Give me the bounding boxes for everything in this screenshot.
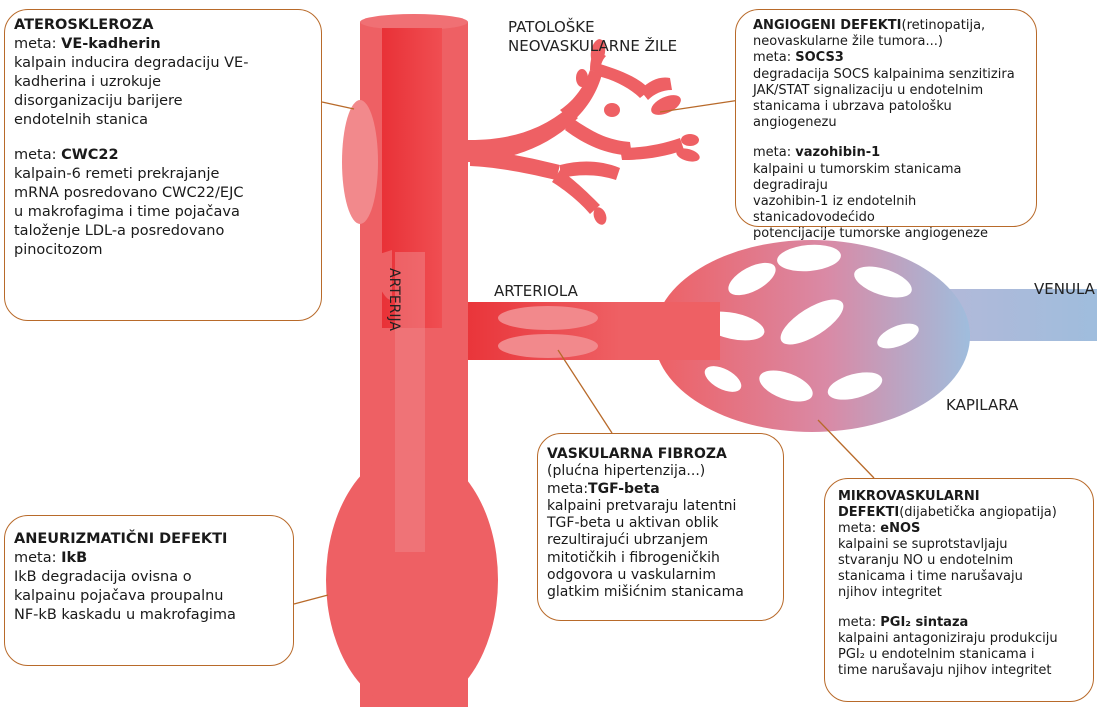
vascular-fibrosis-box: VASKULARNA FIBROZA (plućna hipertenzija.… xyxy=(537,433,784,621)
target-name: VE-kadherin xyxy=(61,36,161,52)
angiogenic-title: ANGIOGENI DEFEKTI xyxy=(753,18,902,33)
microvascular-defects-box: MIKROVASKULARNI DEFEKTI(dijabetička angi… xyxy=(824,478,1094,702)
description-line: glatkim mišićnim stanicama xyxy=(547,584,777,601)
neovascular-label-line1: PATOLOŠKE xyxy=(508,18,595,37)
target-ve-cadherin: meta: VE-kadherin xyxy=(14,35,315,54)
microvascular-title2: DEFEKTI xyxy=(838,505,899,520)
target-cwc22: meta: CWC22 xyxy=(14,146,315,165)
description-line: taloženje LDL-a posredovano xyxy=(14,222,315,241)
description-line: TGF-beta u aktivan oblik xyxy=(547,515,777,532)
target-name: SOCS3 xyxy=(795,50,844,65)
description-line: kalpaini antagoniziraju produkciju xyxy=(838,631,1089,647)
kapilara-label: KAPILARA xyxy=(946,396,1018,415)
target-name: vazohibin-1 xyxy=(795,145,880,160)
arterija-label: ARTERIJA xyxy=(384,268,403,331)
description-line: mitotičkih i fibrogeničkih xyxy=(547,550,777,567)
aneurysmal-title: ANEURIZMATIČNI DEFEKTI xyxy=(14,530,287,549)
description-line: kalpaini pretvaraju latentni xyxy=(547,498,777,515)
description-line: pinocitozom xyxy=(14,241,315,260)
microvascular-title2-rest: (dijabetička angiopatija) xyxy=(899,505,1057,520)
neovascular-label-line2: NEOVASKULARNE ŽILE xyxy=(508,37,677,56)
description-line: stvaranju NO u endotelnim xyxy=(838,553,1089,569)
description-line: mRNA posredovano CWC22/EJC xyxy=(14,184,315,203)
description-line: kalpainu pojačava proupalnu xyxy=(14,587,287,606)
target-label: meta: xyxy=(753,145,795,160)
target-label: meta: xyxy=(14,147,61,163)
description-line: kalpaini se suprotstavljaju xyxy=(838,537,1089,553)
atherosclerosis-title: ATEROSKLEROZA xyxy=(14,16,315,35)
description-line: JAK/STAT signalizaciju u endotelnim xyxy=(753,83,1030,99)
description-line: NF-kB kaskadu u makrofagima xyxy=(14,606,287,625)
target-label: meta: xyxy=(14,36,61,52)
target-socs3: meta: SOCS3 xyxy=(753,50,1030,66)
description-line: kalpaini u tumorskim stanicama degradira… xyxy=(753,162,1030,194)
target-ikb: meta: IkB xyxy=(14,549,287,568)
description-line: potencijacije tumorske angiogeneze xyxy=(753,226,1030,242)
target-name: IkB xyxy=(61,550,87,566)
target-enos: meta: eNOS xyxy=(838,521,1089,537)
angiogenic-title-line: ANGIOGENI DEFEKTI(retinopatija, xyxy=(753,18,1030,34)
target-label: meta: xyxy=(547,481,588,497)
microvascular-title-line2: DEFEKTI(dijabetička angiopatija) xyxy=(838,505,1089,521)
angiogenic-title-rest: (retinopatija, xyxy=(902,18,986,33)
fibrosis-subtitle: (plućna hipertenzija...) xyxy=(547,463,777,480)
fibrosis-title: VASKULARNA FIBROZA xyxy=(547,446,777,463)
description-line: disorganizaciju barijere xyxy=(14,92,315,111)
atherosclerosis-box: ATEROSKLEROZA meta: VE-kadherin kalpain … xyxy=(4,9,322,321)
target-label: meta: xyxy=(753,50,795,65)
target-name: TGF-beta xyxy=(588,481,660,497)
angiogenic-title-line2: neovaskularne žile tumora...) xyxy=(753,34,1030,50)
description-line: kalpain inducira degradaciju VE- xyxy=(14,54,315,73)
target-name: CWC22 xyxy=(61,147,118,163)
description-line: endotelnih stanica xyxy=(14,111,315,130)
aneurysmal-defects-box: ANEURIZMATIČNI DEFEKTI meta: IkB IkB deg… xyxy=(4,515,294,666)
target-label: meta: xyxy=(838,521,880,536)
description-line: time narušavaju njihov integritet xyxy=(838,663,1089,679)
description-line: odgovora u vaskularnim xyxy=(547,567,777,584)
angiogenic-defects-box: ANGIOGENI DEFEKTI(retinopatija, neovasku… xyxy=(735,9,1037,227)
description-line: stanicama i time narušavaju xyxy=(838,569,1089,585)
description-line: kadherina i uzrokuje xyxy=(14,73,315,92)
description-line: PGI₂ u endotelnim stanicama i xyxy=(838,647,1089,663)
description-line: rezultirajući ubrzanjem xyxy=(547,532,777,549)
description-line: IkB degradacija ovisna o xyxy=(14,568,287,587)
target-label: meta: xyxy=(838,615,880,630)
description-line: angiogenezu xyxy=(753,115,1030,131)
microvascular-title: MIKROVASKULARNI xyxy=(838,489,1089,505)
description-line: degradacija SOCS kalpainima senzitizira xyxy=(753,67,1030,83)
description-line: vazohibin-1 iz endotelnih stanicadovodeć… xyxy=(753,194,1030,226)
venula-label: VENULA xyxy=(1034,280,1095,299)
target-pgi2-synthase: meta: PGI₂ sintaza xyxy=(838,615,1089,631)
description-line: njihov integritet xyxy=(838,585,1089,601)
description-line: kalpain-6 remeti prekrajanje xyxy=(14,165,315,184)
target-name: eNOS xyxy=(880,521,920,536)
description-line: stanicama i ubrzava patološku xyxy=(753,99,1030,115)
target-name: PGI₂ sintaza xyxy=(880,615,968,630)
arterija-vessel xyxy=(326,14,498,707)
arteriola-label: ARTERIOLA xyxy=(494,282,578,301)
target-tgf-beta: meta:TGF-beta xyxy=(547,481,777,498)
target-vasohibin: meta: vazohibin-1 xyxy=(753,145,1030,161)
target-label: meta: xyxy=(14,550,61,566)
description-line: u makrofagima i time pojačava xyxy=(14,203,315,222)
